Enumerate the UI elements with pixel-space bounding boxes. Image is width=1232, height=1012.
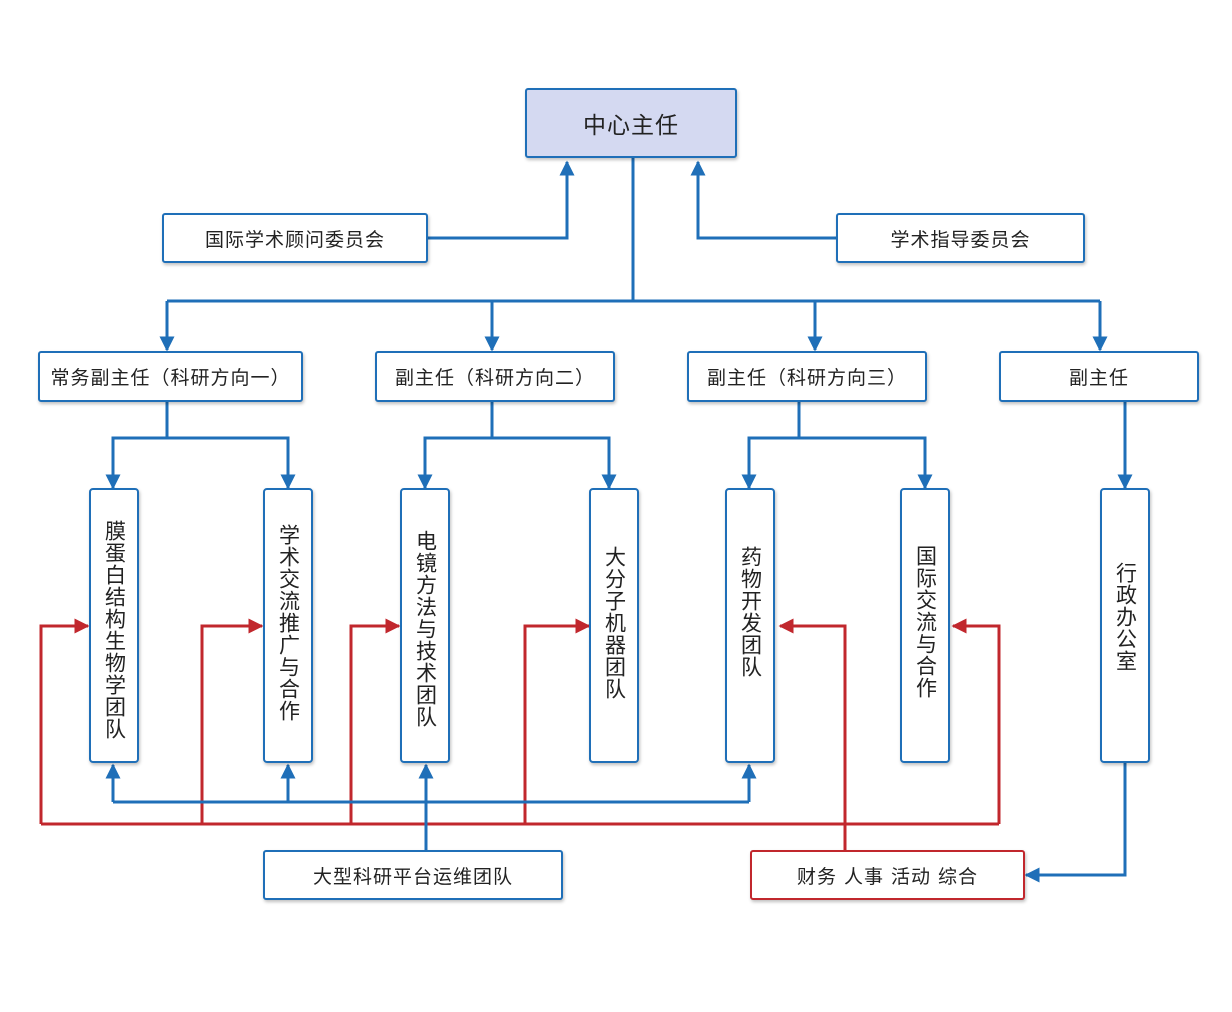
membrane-protein-team-box: 膜蛋白结构生物学团队 — [89, 488, 139, 763]
cryo-em-methods-team-label: 电镜方法与技术团队 — [413, 530, 438, 728]
macromolecular-machine-team-label: 大分子机器团队 — [602, 546, 627, 700]
executive-deputy-director-box: 常务副主任（科研方向一） — [38, 351, 303, 402]
platform-operations-team-label: 大型科研平台运维团队 — [312, 865, 513, 888]
admin-to-structure-team-arrow — [778, 618, 847, 850]
cryo-em-methods-team-box: 电镜方法与技术团队 — [400, 488, 450, 763]
deputy-director-2-box: 副主任（科研方向二） — [375, 351, 615, 402]
red-arrow-team-1 — [39, 618, 90, 824]
deputy-director-admin-box: 副主任 — [999, 351, 1199, 402]
deputy-director-admin-label: 副主任 — [1068, 367, 1129, 389]
deputy-director-2-label: 副主任（科研方向二） — [394, 367, 595, 389]
academic-exchange-team-label: 学术交流推广与合作 — [276, 524, 301, 722]
academic-exchange-team-box: 学术交流推广与合作 — [263, 488, 313, 763]
international-advisory-committee-box: 国际学术顾问委员会 — [162, 213, 428, 263]
membrane-protein-team-label: 膜蛋白结构生物学团队 — [102, 520, 127, 740]
macromolecular-machine-team-box: 大分子机器团队 — [589, 488, 639, 763]
drug-development-team-label: 药物开发团队 — [738, 546, 763, 678]
administrative-office-box: 行政办公室 — [1100, 488, 1150, 763]
deputy-director-3-box: 副主任（科研方向三） — [687, 351, 927, 402]
international-advisory-committee-label: 国际学术顾问委员会 — [204, 228, 385, 251]
center-director-box: 中心主任 — [525, 88, 737, 158]
red-arrow-team-2 — [200, 618, 264, 824]
international-exchange-team-label: 国际交流与合作 — [913, 545, 938, 699]
deputy-director-3-label: 副主任（科研方向三） — [706, 367, 907, 389]
executive-deputy-director-label: 常务副主任（科研方向一） — [50, 367, 291, 389]
academic-guidance-committee-box: 学术指导委员会 — [836, 213, 1085, 263]
admin-support-connectors — [39, 618, 1001, 850]
international-exchange-team-box: 国际交流与合作 — [900, 488, 950, 763]
platform-operations-team-box: 大型科研平台运维团队 — [263, 850, 563, 900]
drug-development-team-box: 药物开发团队 — [725, 488, 775, 763]
center-director-label: 中心主任 — [583, 113, 679, 139]
red-arrow-team-4 — [523, 618, 591, 824]
academic-guidance-committee-label: 学术指导委员会 — [890, 228, 1031, 251]
red-arrow-team-3 — [349, 618, 401, 824]
red-arrow-team-6 — [951, 618, 1001, 824]
hierarchy-connectors — [105, 158, 1133, 883]
admin-support-box: 财务 人事 活动 综合 — [750, 850, 1025, 900]
administrative-office-label: 行政办公室 — [1113, 562, 1138, 672]
admin-support-label: 财务 人事 活动 综合 — [796, 865, 979, 888]
